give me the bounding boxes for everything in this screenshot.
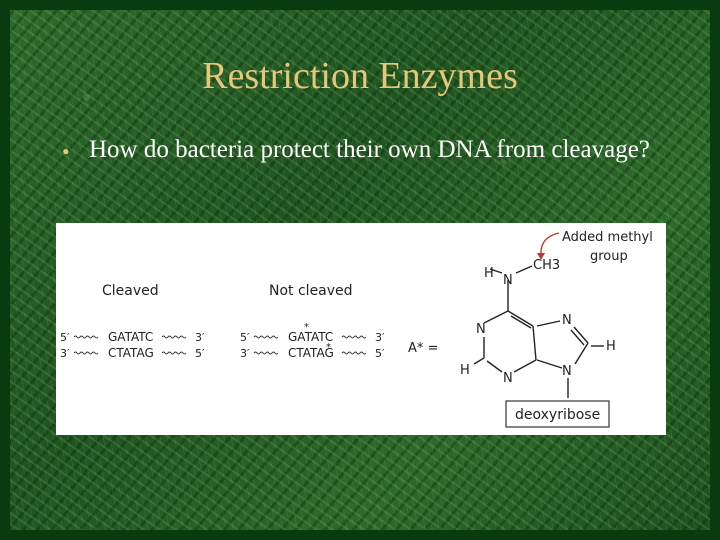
cleaved-bottom-right-strand — [161, 351, 187, 355]
dna-methylation-figure: Cleaved 5′ GATATC 3′ 3′ CTATAG 5′ Not cl… — [56, 223, 666, 435]
adenine-bonds — [473, 265, 604, 398]
bullet-item: • How do bacteria protect their own DNA … — [62, 136, 662, 164]
atom-h-amine: H — [484, 266, 494, 281]
cleaved-top-left-strand — [73, 335, 99, 339]
deoxyribose-box — [505, 400, 610, 428]
methyl-group-label: CH3 — [533, 258, 560, 273]
cleaved-bottom-5prime: 5′ — [195, 347, 205, 360]
not-cleaved-bottom-right-strand — [341, 351, 367, 355]
atom-h-2: H — [460, 363, 470, 378]
cleaved-label: Cleaved — [102, 283, 159, 299]
cleaved-bottom-seq: CTATAG — [108, 346, 154, 360]
methyl-annotation-line2: group — [590, 249, 628, 264]
cleaved-top-3prime: 3′ — [195, 331, 205, 344]
methyl-arrowhead-icon — [537, 253, 545, 260]
cleaved-bottom-left-strand — [73, 351, 99, 355]
not-cleaved-label: Not cleaved — [269, 283, 353, 299]
a-star-label: A* = — [408, 341, 438, 356]
not-cleaved-bottom-3prime: 3′ — [240, 347, 250, 360]
not-cleaved-bottom-5prime: 5′ — [375, 347, 385, 360]
not-cleaved-top-seq: GATATC — [288, 330, 333, 344]
not-cleaved-bottom-seq: CTATAG — [288, 346, 334, 360]
atom-n-1: N — [476, 322, 486, 337]
atom-n-3: N — [503, 371, 513, 386]
methyl-annotation-line1: Added methyl — [562, 230, 653, 245]
cleaved-top-right-strand — [161, 335, 187, 339]
not-cleaved-bottom-left-strand — [253, 351, 279, 355]
not-cleaved-top-5prime: 5′ — [240, 331, 250, 344]
methyl-mark-bottom: * — [326, 342, 331, 353]
bullet-text: How do bacteria protect their own DNA fr… — [89, 136, 650, 163]
cleaved-bottom-3prime: 3′ — [60, 347, 70, 360]
figure-svg: Cleaved 5′ GATATC 3′ 3′ CTATAG 5′ Not cl… — [60, 230, 653, 428]
not-cleaved-top-left-strand — [253, 335, 279, 339]
deoxyribose-label: deoxyribose — [515, 407, 600, 423]
slide-title: Restriction Enzymes — [202, 55, 518, 97]
bullet-dot-icon: • — [62, 139, 70, 164]
cleaved-top-seq: GATATC — [108, 330, 153, 344]
atom-n-amine: N — [503, 273, 513, 288]
atom-n-7: N — [562, 313, 572, 328]
atom-n-9: N — [562, 364, 572, 379]
methyl-arrow-icon — [540, 232, 560, 256]
not-cleaved-top-3prime: 3′ — [375, 331, 385, 344]
not-cleaved-top-right-strand — [341, 335, 367, 339]
cleaved-top-5prime: 5′ — [60, 331, 70, 344]
atom-h-8: H — [606, 339, 616, 354]
methyl-mark-top: * — [304, 322, 309, 333]
